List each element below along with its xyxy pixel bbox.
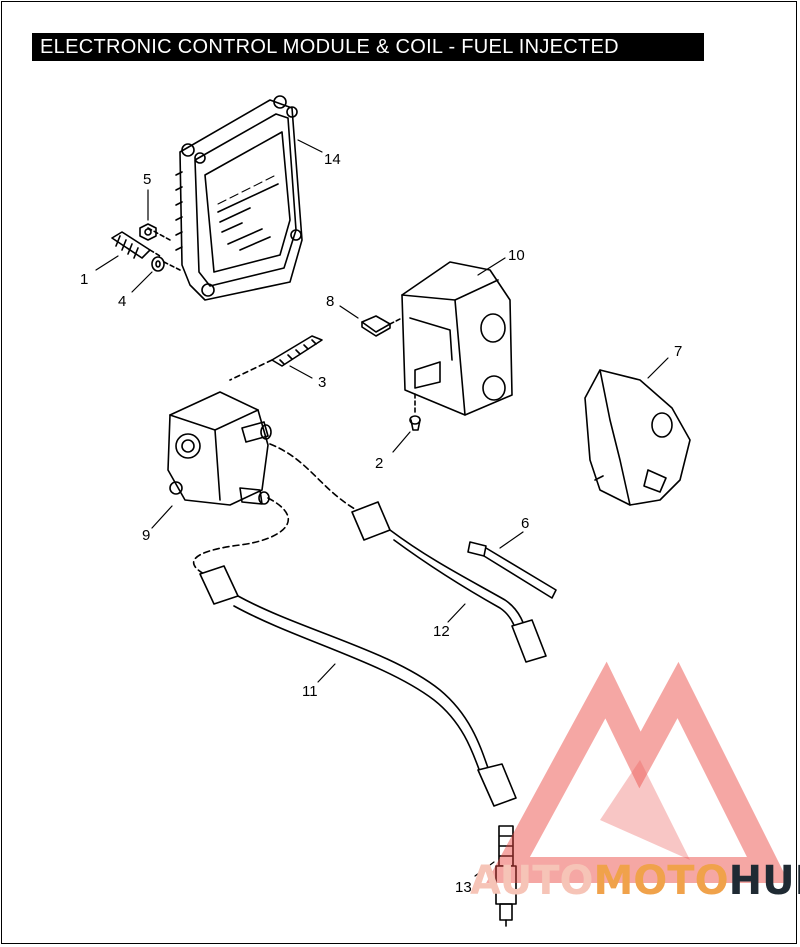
callout-2: 2 (375, 455, 383, 472)
callout-14: 14 (324, 151, 341, 168)
spark-plug-wire-rear (269, 443, 547, 663)
callout-12: 12 (433, 623, 450, 640)
callout-13: 13 (455, 879, 472, 896)
watermark-text-auto: AUTO (470, 858, 594, 904)
callout-6: 6 (521, 515, 529, 532)
screw (409, 391, 421, 431)
spark-plug-wire-front (192, 497, 517, 807)
callout-8: 8 (326, 293, 334, 310)
washer (151, 256, 181, 272)
callout-7: 7 (674, 343, 682, 360)
watermark-text: AUTOMOTOHUB (470, 858, 800, 904)
ecm-module (175, 95, 303, 301)
watermark-logo (486, 661, 790, 883)
callout-1: 1 (80, 271, 88, 288)
callout-3: 3 (318, 374, 326, 391)
watermark-text-hub: HUB (729, 858, 800, 904)
callout-4: 4 (118, 293, 126, 310)
coil-cover (401, 261, 513, 416)
watermark-text-moto: MOTO (594, 858, 729, 904)
nut (139, 223, 171, 241)
diagram-title: ELECTRONIC CONTROL MODULE & COIL - FUEL … (32, 33, 704, 61)
cable-strap (467, 541, 557, 599)
callout-9: 9 (142, 527, 150, 544)
bolt (111, 231, 161, 259)
callout-10: 10 (508, 247, 525, 264)
callout-5: 5 (143, 171, 151, 188)
ignition-coil (167, 391, 272, 506)
spark-plug (495, 825, 517, 927)
callout-11: 11 (302, 683, 318, 700)
stud (229, 335, 323, 381)
adhesive-pad (361, 315, 403, 337)
rear-cover (584, 369, 691, 506)
